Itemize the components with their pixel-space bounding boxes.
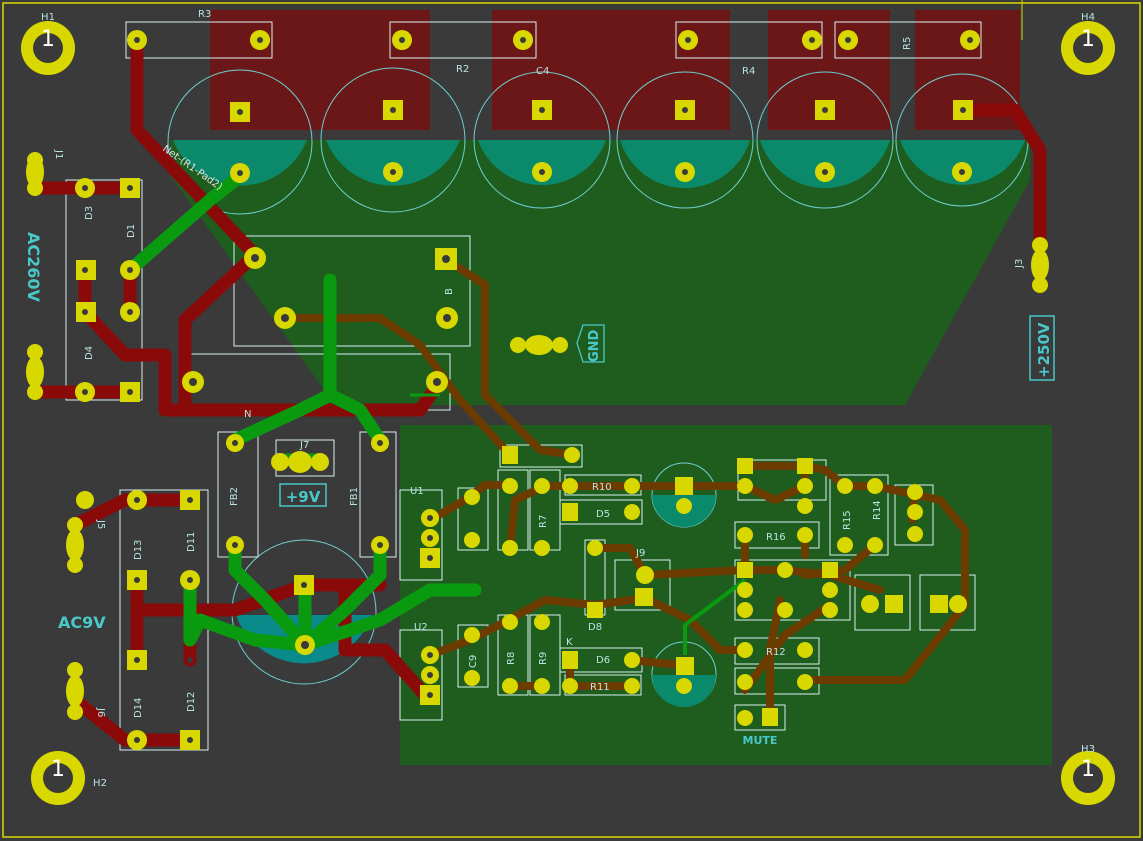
ref-d4: D4: [84, 346, 95, 360]
label-250v-box: [1029, 315, 1055, 381]
ref-d12: D12: [186, 692, 197, 712]
ref-d8: D8: [588, 622, 602, 633]
mounting-hole-h2: 1 H2: [31, 751, 107, 805]
ref-r4: R4: [742, 66, 755, 77]
ref-fb2: FB2: [229, 487, 240, 506]
h4-pad-label: 1: [1081, 27, 1095, 52]
ref-c4: C4: [536, 66, 549, 77]
ref-fb1: FB1: [349, 487, 360, 506]
h4-ref-label: H4: [1081, 12, 1095, 23]
front-zone-hv: [170, 140, 1030, 405]
ref-d13: D13: [133, 540, 144, 560]
ref-r14: R14: [872, 500, 883, 520]
ref-r3: R3: [198, 9, 211, 20]
ref-j3: J3: [1014, 259, 1025, 269]
label-plus250v: +250V: [1035, 322, 1053, 378]
hv-capacitors: [167, 67, 1029, 707]
reference-designators: R3 R2 C4 R4 R5 J1 J3 D3 D1 D4 J7 FB2 FB1…: [53, 9, 1025, 718]
label-ac260v: AC260V: [24, 232, 43, 303]
label-gnd: GND: [587, 329, 602, 362]
ref-u2: U2: [414, 622, 428, 633]
h3-ref-label: H3: [1081, 744, 1095, 755]
ref-r15: R15: [842, 510, 853, 530]
ref-r16: R16: [766, 532, 786, 543]
ref-k: K: [566, 637, 573, 648]
ref-r10: R10: [592, 482, 612, 493]
ref-r11: R11: [590, 682, 610, 693]
ref-b: B: [444, 288, 455, 295]
mounting-hole-h3: 1 H3: [1061, 744, 1115, 805]
drills: [82, 37, 973, 743]
h2-pad-label: 1: [51, 757, 65, 782]
h1-pad-label: 1: [41, 27, 55, 52]
ref-n: N: [244, 409, 251, 420]
ref-c9: C9: [468, 655, 479, 668]
ref-d1: D1: [126, 224, 137, 238]
ref-r8: R8: [506, 652, 517, 665]
ref-j7: J7: [299, 440, 309, 451]
ref-r12: R12: [766, 647, 786, 658]
label-ac9v: AC9V: [58, 613, 106, 632]
ref-r2: R2: [456, 64, 469, 75]
ref-d11: D11: [186, 532, 197, 552]
ref-d5: D5: [596, 509, 610, 520]
pad-round: [27, 30, 1048, 750]
ref-j9: J9: [635, 548, 645, 559]
h2-ref-label: H2: [93, 778, 107, 789]
ref-j5: J5: [95, 519, 106, 529]
ref-u1: U1: [410, 486, 424, 497]
h1-ref-label: H1: [41, 12, 55, 23]
ref-r9: R9: [538, 652, 549, 665]
ref-d3: D3: [84, 206, 95, 220]
mounting-holes: 1 H1 1 H4 1 H2 1 H3: [21, 12, 1115, 805]
ref-r7: R7: [538, 515, 549, 528]
label-mute: MUTE: [743, 734, 778, 747]
mounting-hole-h1: 1 H1: [21, 12, 75, 75]
ref-d6: D6: [596, 655, 610, 666]
mounting-hole-h4: 1 H4: [1061, 12, 1115, 75]
ref-d14: D14: [133, 698, 144, 718]
ref-j6: J6: [95, 707, 106, 717]
ref-j1: J1: [53, 149, 64, 159]
h3-pad-label: 1: [1081, 757, 1095, 782]
label-plus9v: +9V: [286, 488, 321, 506]
ref-r5: R5: [902, 37, 913, 50]
